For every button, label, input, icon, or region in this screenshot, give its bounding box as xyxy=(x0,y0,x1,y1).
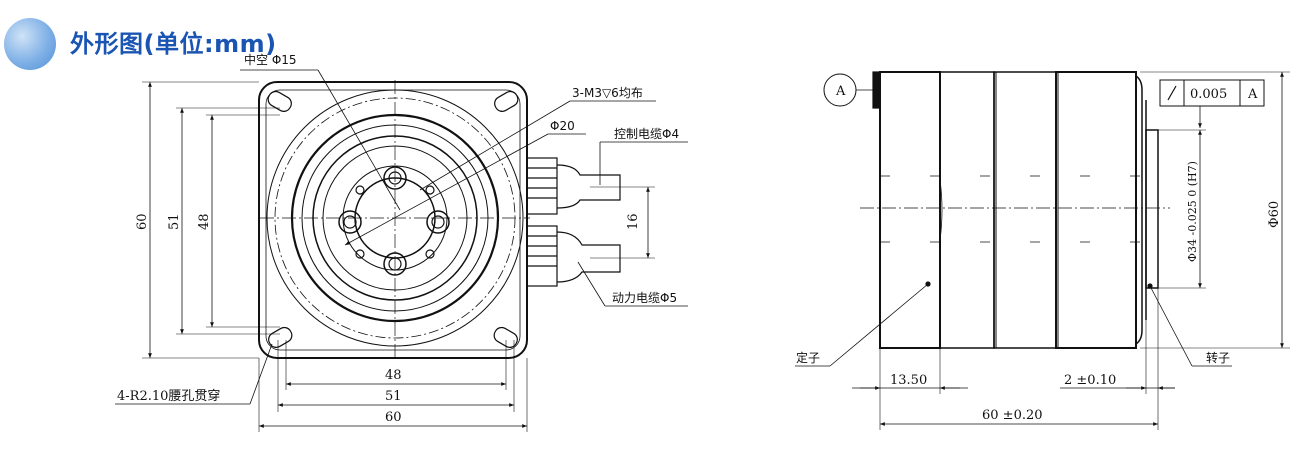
tolerance-value: 0.005 xyxy=(1190,87,1227,102)
page-title: 外形图(单位:mm) xyxy=(70,30,277,58)
diameter-60-label: Φ60 xyxy=(1267,201,1282,228)
dim-width-60: 60 xyxy=(385,410,402,425)
dim-width-51: 51 xyxy=(385,389,402,404)
power-cable-label: 动力电缆Φ5 xyxy=(612,291,677,305)
dim-13-50: 13.50 xyxy=(890,373,927,388)
slot-label: 4-R2.10腰孔贯穿 xyxy=(117,388,220,404)
thread-label: 3-M3▽6均布 xyxy=(572,86,643,100)
front-view xyxy=(115,69,688,432)
dim-cable-spacing: 16 xyxy=(626,213,641,230)
hollow-label: 中空 Φ15 xyxy=(244,52,297,67)
stator-label: 定子 xyxy=(796,350,820,365)
rotor-spigot xyxy=(1145,129,1159,289)
runout-icon xyxy=(1167,85,1177,101)
rotor-label: 转子 xyxy=(1206,350,1230,365)
dim-height-48: 48 xyxy=(197,213,212,230)
cable-gland-icon xyxy=(526,157,621,287)
dim-height-51: 51 xyxy=(167,213,182,230)
dim-2-tolerance: 2 ±0.10 xyxy=(1064,373,1116,388)
dim-height-60: 60 xyxy=(135,213,150,230)
bolt-hole-icon xyxy=(338,166,450,276)
front-flange xyxy=(258,81,528,359)
datum-label: A xyxy=(835,84,846,99)
spigot-dim-label: Φ34 -0.025 0 (H7) xyxy=(1186,161,1199,262)
header-bubble-icon xyxy=(4,18,56,70)
dim-60-tolerance: 60 ±0.20 xyxy=(982,408,1043,423)
bore-label: Φ20 xyxy=(550,119,575,133)
tolerance-datum: A xyxy=(1247,87,1258,102)
tolerance-frame xyxy=(1159,79,1265,107)
side-view xyxy=(795,71,1290,430)
stator-body xyxy=(879,71,941,349)
dim-width-48: 48 xyxy=(385,368,402,383)
control-cable-label: 控制电缆Φ4 xyxy=(614,127,679,141)
